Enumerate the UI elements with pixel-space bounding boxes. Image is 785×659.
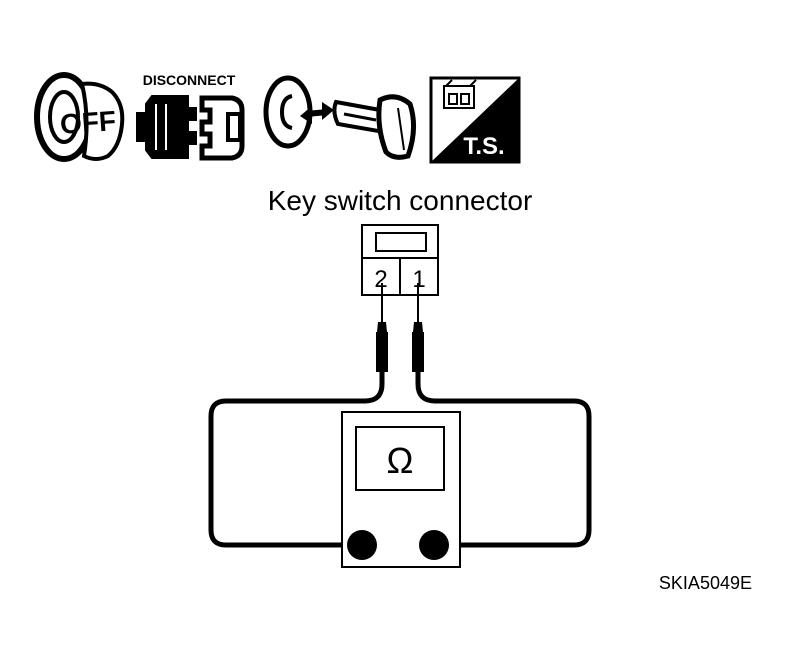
terminal-label-1: 1 (412, 266, 425, 293)
test-lead-left (208, 372, 385, 548)
test-symbol-label: T.S. (463, 133, 504, 160)
key-switch-connector: 2 1 (361, 224, 439, 296)
disconnect-connector-icon: DISCONNECT (136, 72, 245, 161)
connector-title: Key switch connector (268, 185, 533, 216)
probe-left (376, 283, 388, 372)
terminal-label-2: 2 (374, 266, 387, 293)
key-removal-icon (263, 75, 416, 160)
test-lead-right (415, 372, 592, 548)
ohmmeter: Ω (341, 411, 461, 568)
figure-code: SKIA5049E (659, 573, 752, 593)
meter-terminal-right (419, 530, 449, 560)
test-symbol-icon: T.S. (429, 76, 521, 164)
disconnect-label: DISCONNECT (143, 72, 236, 88)
ignition-off-icon: OFF (34, 72, 125, 162)
ignition-off-label: OFF (59, 105, 117, 140)
ohm-symbol: Ω (387, 440, 414, 481)
probe-right (412, 283, 424, 372)
meter-terminal-left (347, 530, 377, 560)
